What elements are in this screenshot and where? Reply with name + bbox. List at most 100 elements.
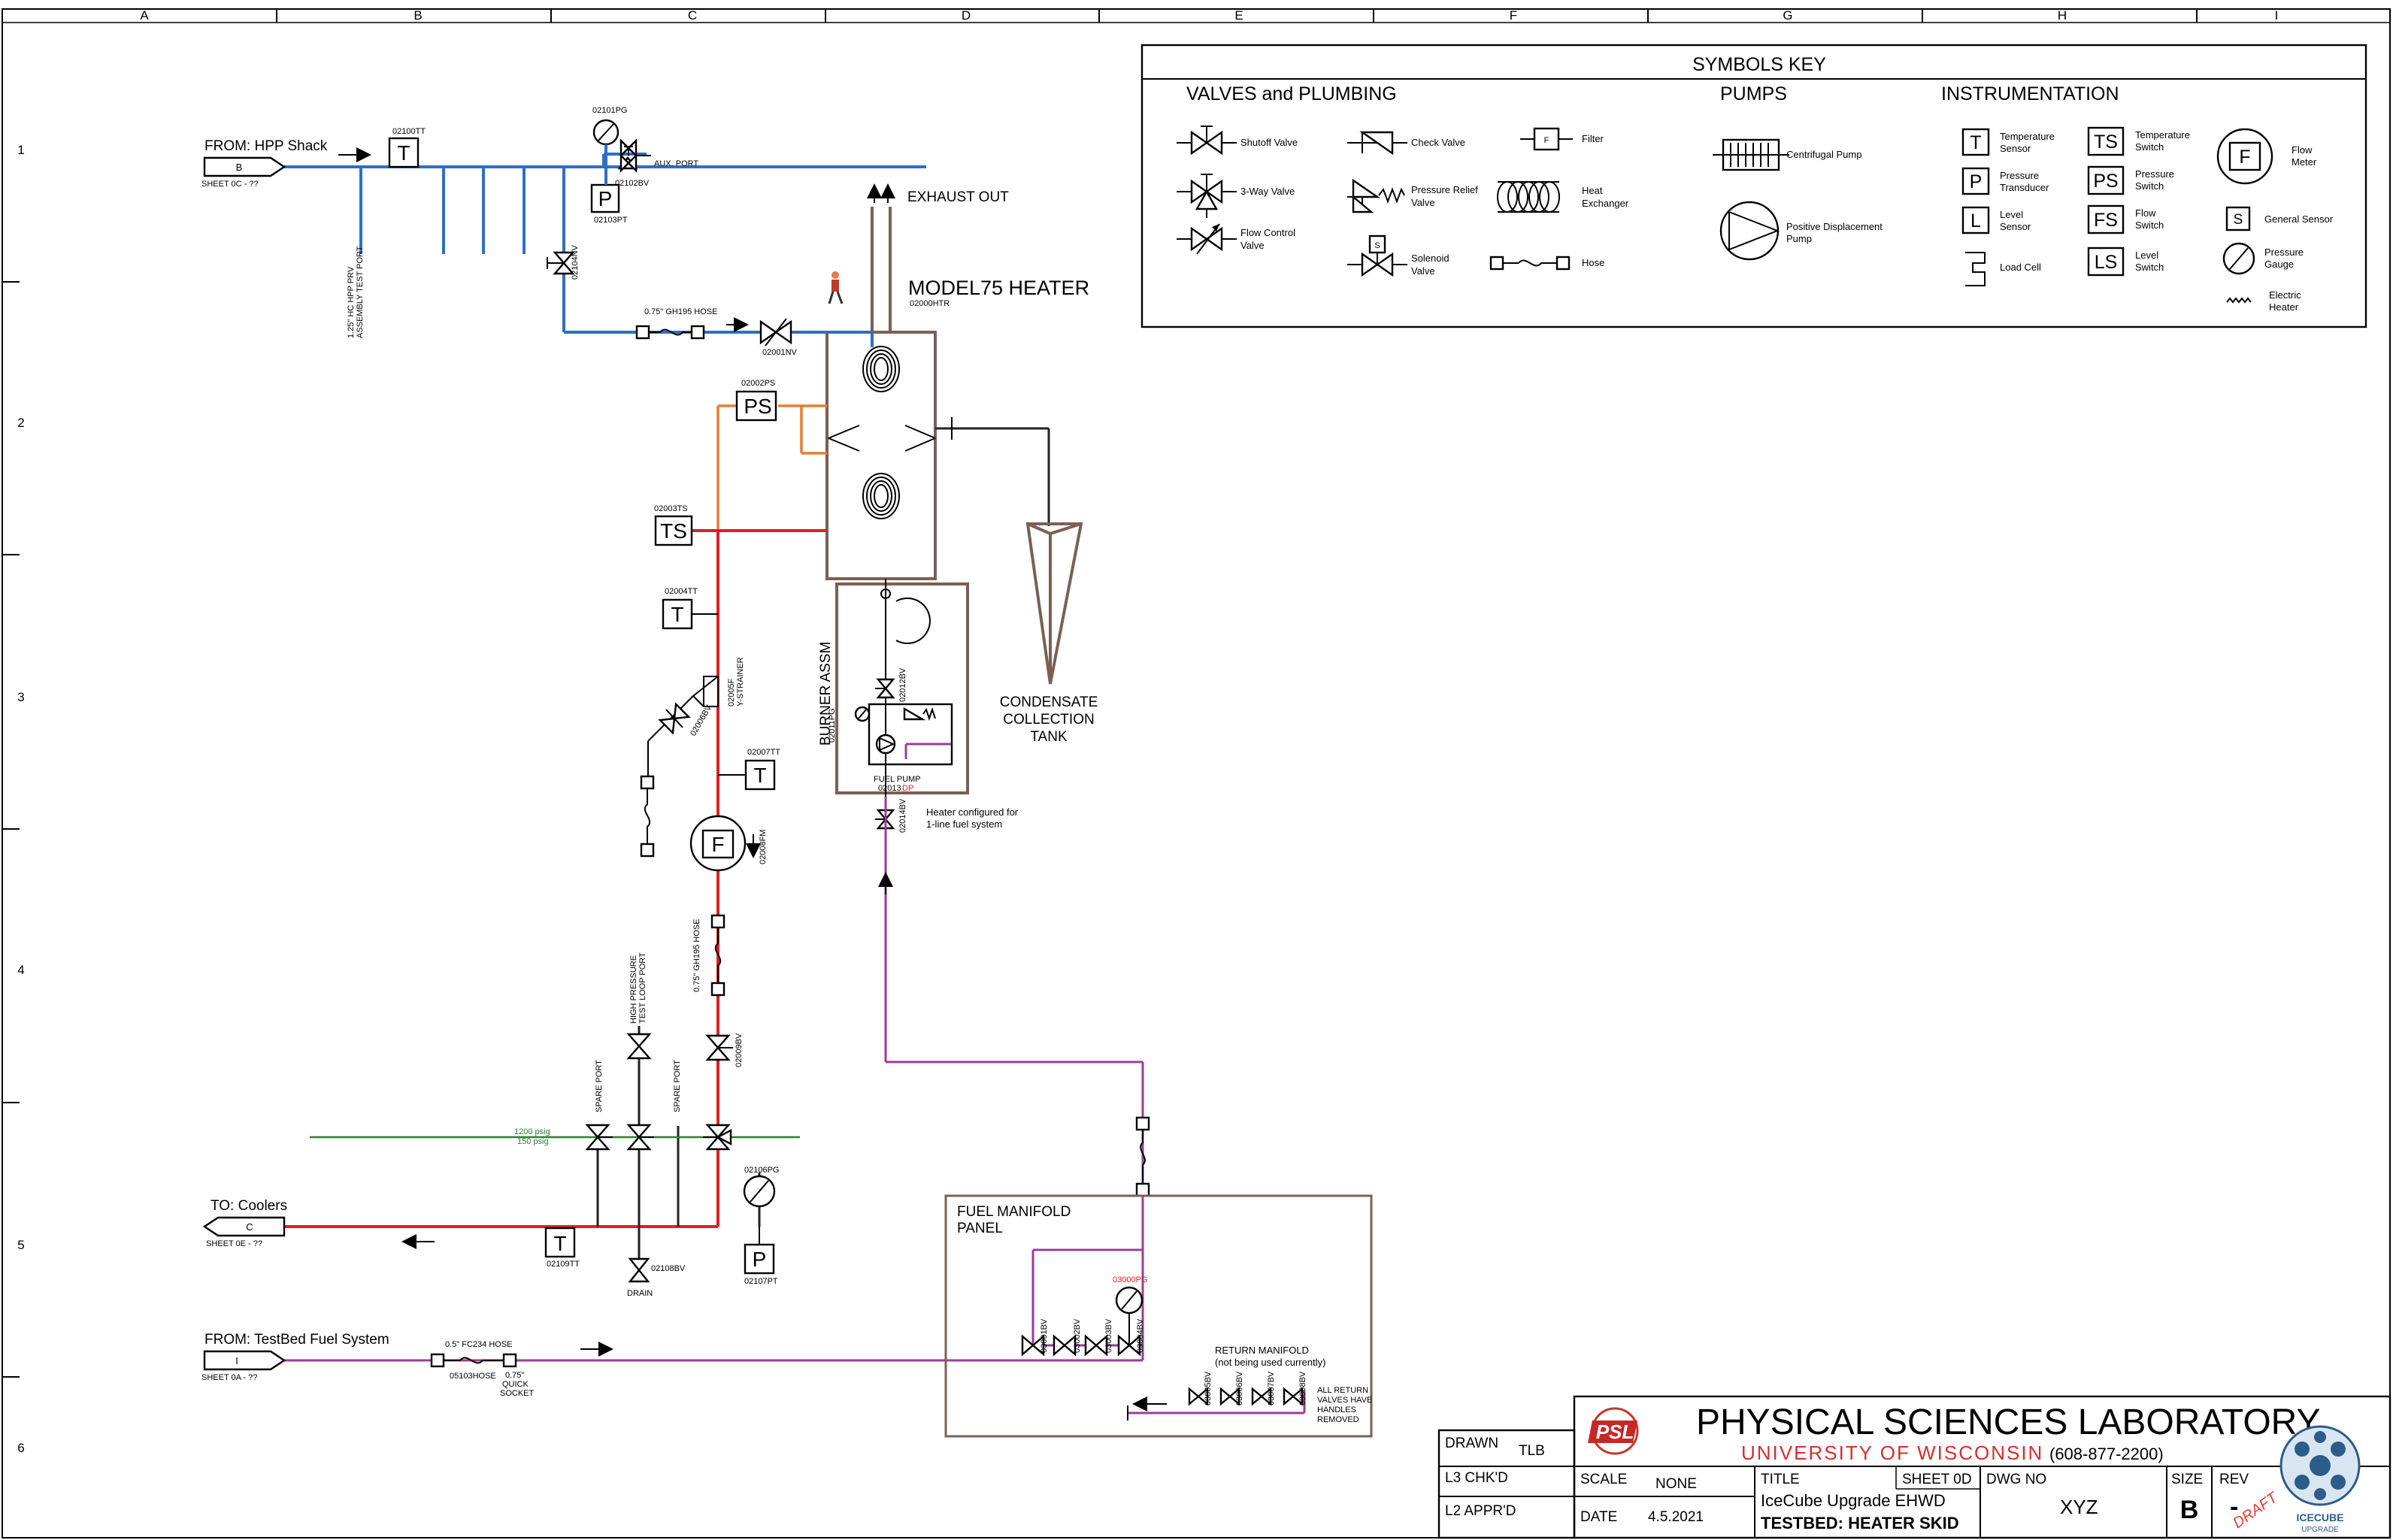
hose-label: Hose: [1582, 257, 1604, 268]
bv-02102-tag: 02102BV: [615, 179, 650, 188]
return-note-3: HANDLES: [1317, 1405, 1356, 1414]
drain-valve-02108BV: [628, 1257, 650, 1283]
symbols-key-title: SYMBOLS KEY: [1692, 54, 1826, 75]
ps-02002-letter: PS: [744, 395, 771, 418]
grid-col-A: A: [140, 8, 149, 23]
heater-exhaust-stack: [871, 207, 892, 332]
lab-name: PHYSICAL SCIENCES LABORATORY: [1696, 1402, 2320, 1442]
fm-02008-tag: 02008FM: [759, 830, 768, 864]
heat-exchanger-icon: [1497, 181, 1560, 213]
condensate-label-3: TANK: [1030, 729, 1068, 745]
rev-value: -: [2230, 1493, 2238, 1521]
outlet-connector-coolers: [202, 1216, 286, 1237]
heat-exchanger-coil-upper: [862, 346, 900, 392]
pressure-transducer-label-1: Pressure: [2000, 170, 2039, 181]
fm-02008-letter: F: [711, 833, 724, 856]
inlet-fuel-label: FROM: TestBed Fuel System: [204, 1332, 389, 1348]
grid-row-1: 1: [17, 143, 24, 157]
strainer-tag-1: 02005F: [727, 678, 736, 706]
scale-label: SCALE: [1580, 1472, 1627, 1487]
size-label: SIZE: [2171, 1472, 2203, 1487]
grid-col-E: E: [1234, 8, 1243, 23]
inlet-hpp-sheet-letter: B: [236, 162, 243, 173]
temperature-sensor-label-1: Temperature: [2000, 131, 2055, 142]
return-valves: [1188, 1387, 1304, 1406]
bypass-3way-valve: [547, 251, 575, 275]
manifold-bv-4: 03004BV: [1136, 1318, 1145, 1353]
temperature-sensor-icon: [1961, 128, 1990, 156]
condensate-label-2: COLLECTION: [1003, 712, 1094, 728]
pt-02103-letter: P: [598, 187, 613, 210]
pressure-transducer-letter: P: [1970, 171, 1983, 192]
quick-socket-2: QUICK: [502, 1380, 529, 1389]
hp-port-label-2: TEST LOOP PORT: [638, 952, 647, 1024]
drain-hose: [640, 775, 655, 858]
grid-row-6: 6: [17, 1441, 24, 1455]
valve-02014BV: [875, 809, 895, 830]
temperature-switch-icon: [2087, 126, 2125, 156]
solenoid-valve-label-2: Valve: [1411, 265, 1435, 277]
bv-02009-tag: 02009BV: [735, 1033, 744, 1067]
heat-exchanger-coil-lower: [862, 473, 900, 519]
pressure-relief-valve-label-1: Pressure Relief: [1411, 184, 1478, 195]
flow-meter-label-1: Flow: [2292, 144, 2313, 156]
solenoid-letter: S: [1374, 241, 1380, 250]
flow-control-valve-icon: [1177, 223, 1237, 255]
strainer-tag-2: Y-STRAINER: [736, 657, 745, 706]
hose-gh195-v-label: 0.75" GH195 HOSE: [692, 919, 701, 992]
drawn-value: TLB: [1519, 1443, 1545, 1459]
grid-row-labels: 1 2 3 4 5 6: [17, 143, 24, 1455]
pressure-relief-fuel: [903, 706, 936, 722]
return-bv-4: 03008BV: [1298, 1371, 1307, 1405]
sheet-label: SHEET 0D: [1902, 1472, 1972, 1487]
valves-heading: VALVES and PLUMBING: [1186, 83, 1397, 104]
bv-02012-tag: 02012BV: [898, 667, 907, 702]
level-switch-icon: [2087, 247, 2125, 277]
spare-port-label-1: SPARE PORT: [595, 1060, 604, 1112]
pressure-gauge-icon: [2222, 242, 2255, 275]
solenoid-valve-icon: [1347, 234, 1407, 277]
check-valve-icon: [1347, 131, 1407, 156]
bv-02006-tag: 02006BV: [689, 703, 713, 738]
mid-valve: [626, 1124, 654, 1151]
spare-port-label-2: SPARE PORT: [673, 1060, 682, 1112]
centrifugal-pump-icon: [1713, 138, 1789, 171]
return-bv-2: 03006BV: [1235, 1371, 1244, 1405]
size-value: B: [2180, 1496, 2199, 1524]
heat-exchanger-label-2: Exchanger: [1582, 198, 1629, 209]
tt-02007-tag: 02007TT: [747, 748, 780, 757]
flow-switch-letter: FS: [2094, 210, 2118, 231]
apprd-label: L2 APPR'D: [1445, 1503, 1516, 1519]
pressure-relief-valve-icon: [1347, 178, 1405, 213]
pressure-switch-loop: [716, 404, 827, 531]
pressure-switch-letter: PS: [2093, 171, 2118, 192]
positive-displacement-pump-icon: [1719, 201, 1780, 261]
temperature-switch-letter: TS: [2094, 132, 2118, 153]
return-manifold-label-2: (not being used currently): [1215, 1357, 1325, 1368]
filter-letter: F: [1544, 136, 1549, 145]
grid-row-2: 2: [17, 416, 24, 430]
hose-05103-label: 05103HOSE: [450, 1372, 496, 1381]
date-label: DATE: [1580, 1509, 1617, 1525]
pg-02106-tag: 02106PG: [744, 1166, 779, 1175]
return-bv-1: 03005BV: [1204, 1371, 1213, 1405]
return-manifold-line: [1127, 1390, 1306, 1420]
drain-label: DRAIN: [627, 1289, 653, 1298]
pt-02107-tag: 02107PT: [744, 1277, 778, 1286]
flow-meter-letter: F: [2239, 147, 2250, 168]
drawn-label: DRAWN: [1445, 1436, 1498, 1451]
centrifugal-pump-label: Centrifugal Pump: [1786, 149, 1861, 160]
vlv-02104-tag: 02104NV: [571, 244, 580, 280]
pt-02107-letter: P: [753, 1248, 767, 1271]
grid-col-H: H: [2058, 8, 2067, 23]
symbols-key: SYMBOLS KEY VALVES and PLUMBING PUMPS IN…: [1140, 44, 2367, 328]
ps-02002-tag: 02002PS: [741, 379, 775, 388]
tt-02004-tag: 02004TT: [665, 587, 698, 596]
heat-exchanger-label-1: Heat: [1582, 185, 1603, 196]
ts-02003-tag: 02003TS: [654, 504, 688, 513]
flow-switch-icon: [2087, 204, 2125, 234]
pd-pump-label-1: Positive Displacement: [1786, 221, 1883, 232]
dwg-value: XYZ: [2060, 1496, 2098, 1518]
temperature-switch-label-1: Temperature: [2135, 129, 2190, 141]
ts-02003-letter: TS: [660, 519, 687, 543]
